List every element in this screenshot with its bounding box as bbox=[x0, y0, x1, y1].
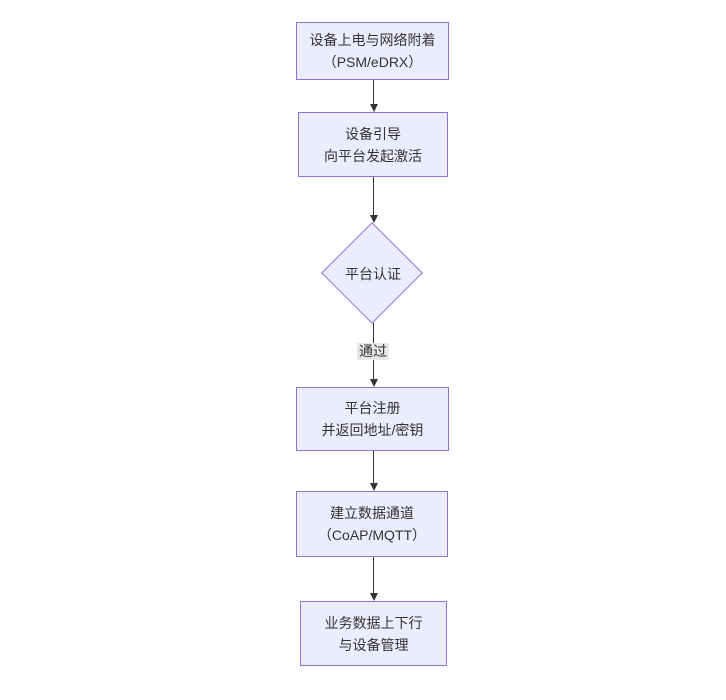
arrowhead-down-icon bbox=[369, 104, 378, 112]
node-business-data: 业务数据上下行 与设备管理 bbox=[300, 601, 447, 666]
edge-bootstrap-to-auth bbox=[369, 177, 378, 223]
edge-channel-to-business bbox=[369, 557, 378, 601]
edge-line bbox=[373, 451, 374, 484]
edge-power-to-bootstrap bbox=[369, 80, 378, 112]
node-text-line: 设备引导 bbox=[345, 125, 401, 142]
node-text-line: （CoAP/MQTT） bbox=[317, 527, 427, 543]
edge-line bbox=[373, 80, 374, 105]
decision-platform-auth: 平台认证 bbox=[321, 222, 424, 325]
edge-line bbox=[373, 557, 374, 594]
node-text-line: 建立数据通道 bbox=[330, 505, 414, 521]
node-data-channel: 建立数据通道 （CoAP/MQTT） bbox=[296, 491, 448, 557]
node-text-line: 平台认证 bbox=[345, 266, 401, 282]
arrowhead-down-icon bbox=[369, 593, 378, 601]
arrowhead-down-icon bbox=[369, 379, 378, 387]
node-text-line: （PSM/eDRX） bbox=[322, 54, 423, 70]
node-platform-register: 平台注册 并返回地址/密钥 bbox=[296, 387, 449, 451]
node-text-line: 设备上电与网络附着 bbox=[309, 32, 436, 48]
edge-register-to-channel bbox=[369, 451, 378, 491]
arrowhead-down-icon bbox=[369, 483, 378, 491]
node-text-line: 业务数据上下行 bbox=[324, 614, 423, 631]
node-text-line: 并返回地址/密钥 bbox=[321, 422, 424, 438]
node-bootstrap-activate: 设备引导 向平台发起激活 bbox=[298, 112, 448, 177]
arrowhead-down-icon bbox=[369, 215, 378, 223]
node-text-line: 平台注册 bbox=[344, 400, 401, 416]
node-text-line: 与设备管理 bbox=[338, 636, 409, 653]
node-power-attach: 设备上电与网络附着 （PSM/eDRX） bbox=[296, 22, 449, 80]
edge-label-pass: 通过 bbox=[357, 343, 389, 360]
node-text-line: 向平台发起激活 bbox=[324, 147, 422, 164]
edge-line bbox=[373, 177, 374, 216]
